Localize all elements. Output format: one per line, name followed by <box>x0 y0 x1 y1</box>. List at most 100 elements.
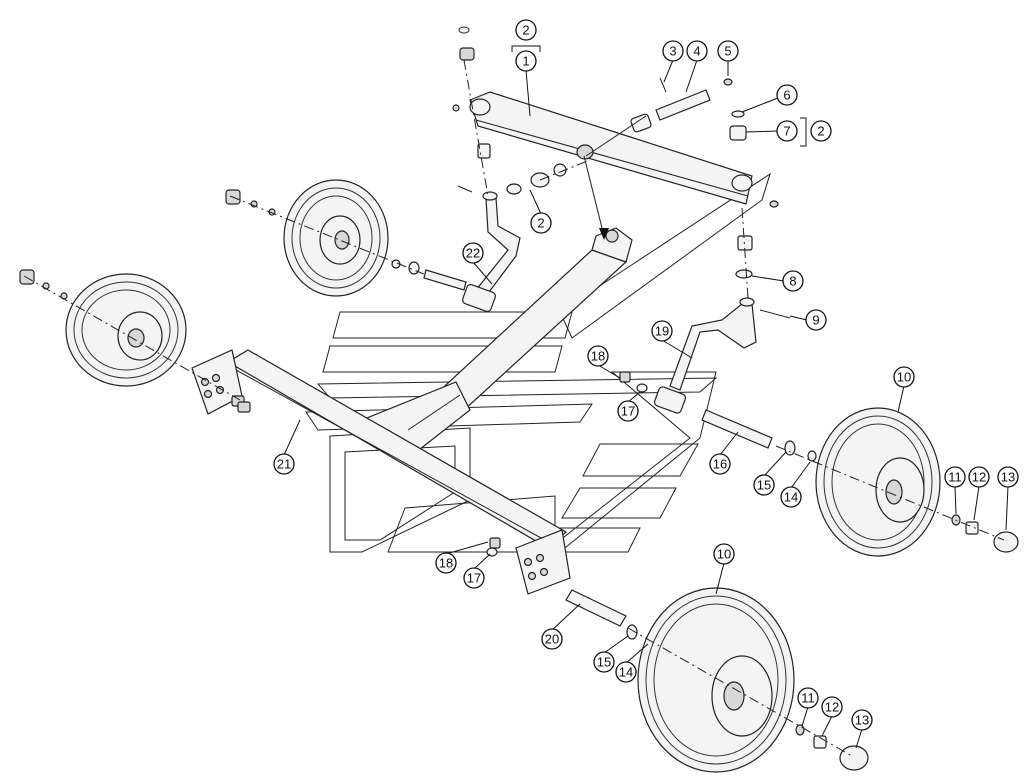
callout-18: 18 <box>587 345 609 367</box>
callout-number: 8 <box>789 274 796 289</box>
callout-13: 13 <box>997 466 1019 488</box>
callout-number: 17 <box>467 571 481 586</box>
callout-circle <box>651 320 673 342</box>
callout-circle <box>810 120 832 142</box>
arrows <box>583 115 647 240</box>
callout-number: 10 <box>717 547 731 562</box>
callout-number: 11 <box>801 691 815 706</box>
callout-10: 10 <box>713 543 735 565</box>
wheel-right-upper <box>815 407 1019 557</box>
callout-circle <box>686 40 708 62</box>
callout-circle <box>617 400 639 422</box>
callout-circle <box>997 466 1019 488</box>
callout-number: 12 <box>825 700 839 715</box>
callout-circle <box>713 543 735 565</box>
callout-circle <box>615 661 637 683</box>
callout-number: 21 <box>277 457 291 472</box>
callout-17: 17 <box>617 400 639 422</box>
callout-18: 18 <box>435 552 457 574</box>
callout-number: 15 <box>597 655 611 670</box>
callout-circle <box>273 453 295 475</box>
callout-number: 1 <box>522 54 529 69</box>
callout-number: 16 <box>713 457 727 472</box>
callout-number: 2 <box>537 216 544 231</box>
callout-circle <box>662 40 684 62</box>
callout-circle <box>805 309 827 331</box>
callout-20: 20 <box>541 628 563 650</box>
callout-11: 11 <box>797 687 819 709</box>
callout-7: 7 <box>776 120 798 142</box>
callout-9: 9 <box>805 309 827 331</box>
left-knuckle <box>462 191 521 313</box>
callout-15: 15 <box>593 651 615 673</box>
callout-number: 22 <box>466 246 480 261</box>
callout-number: 20 <box>545 632 559 647</box>
callout-circle <box>782 270 804 292</box>
axle-beam <box>191 349 571 595</box>
callout-number: 9 <box>812 313 819 328</box>
callout-number: 12 <box>972 470 986 485</box>
callout-13: 13 <box>851 709 873 731</box>
callout-14: 14 <box>615 661 637 683</box>
callout-circle <box>435 552 457 574</box>
callout-number: 13 <box>855 713 869 728</box>
center-lines <box>23 59 1005 757</box>
callout-2: 2 <box>530 212 552 234</box>
crossbar <box>469 91 753 205</box>
callout-circle <box>530 212 552 234</box>
callout-circle <box>515 50 537 72</box>
callout-21: 21 <box>273 453 295 475</box>
leader-lines <box>283 45 1009 749</box>
callout-12: 12 <box>968 466 990 488</box>
callout-number: 18 <box>439 556 453 571</box>
callout-circle <box>968 466 990 488</box>
callout-1: 1 <box>515 50 537 72</box>
callout-19: 19 <box>651 320 673 342</box>
callout-circle <box>851 709 873 731</box>
callout-8: 8 <box>782 270 804 292</box>
right-knuckle <box>653 297 757 414</box>
callout-circle <box>944 466 966 488</box>
callout-circle <box>717 40 739 62</box>
callout-circle <box>780 486 802 508</box>
callout-circle <box>462 242 484 264</box>
callout-circle <box>463 567 485 589</box>
wheel-front-left <box>19 269 187 387</box>
callout-number: 7 <box>783 124 790 139</box>
callout-2: 2 <box>810 120 832 142</box>
wheel-right-lower <box>637 587 869 773</box>
callout-circle <box>593 651 615 673</box>
wheel-rear-left <box>225 179 389 297</box>
callout-4: 4 <box>686 40 708 62</box>
callout-number: 14 <box>619 665 633 680</box>
callout-circle <box>776 84 798 106</box>
callout-number: 17 <box>621 404 635 419</box>
watermark-logo <box>305 172 771 553</box>
callout-number: 10 <box>897 370 911 385</box>
callout-circle <box>797 687 819 709</box>
callout-circle <box>587 345 609 367</box>
callout-10: 10 <box>893 366 915 388</box>
callout-number: 19 <box>655 324 669 339</box>
callout-number: 6 <box>783 88 790 103</box>
callout-3: 3 <box>662 40 684 62</box>
callout-6: 6 <box>776 84 798 106</box>
callout-11: 11 <box>944 466 966 488</box>
callout-number: 11 <box>948 470 962 485</box>
callout-17: 17 <box>463 567 485 589</box>
callout-number: 18 <box>591 349 605 364</box>
callout-number: 5 <box>724 44 731 59</box>
callout-2: 2 <box>515 19 537 41</box>
hardware <box>231 26 791 557</box>
callout-14: 14 <box>780 486 802 508</box>
callout-number: 14 <box>784 490 798 505</box>
callout-circle <box>709 453 731 475</box>
callout-22: 22 <box>462 242 484 264</box>
callout-number: 4 <box>693 44 700 59</box>
callout-number: 13 <box>1001 470 1015 485</box>
callout-number: 2 <box>522 23 529 38</box>
callout-16: 16 <box>709 453 731 475</box>
callout-15: 15 <box>753 474 775 496</box>
callout-circle <box>515 19 537 41</box>
